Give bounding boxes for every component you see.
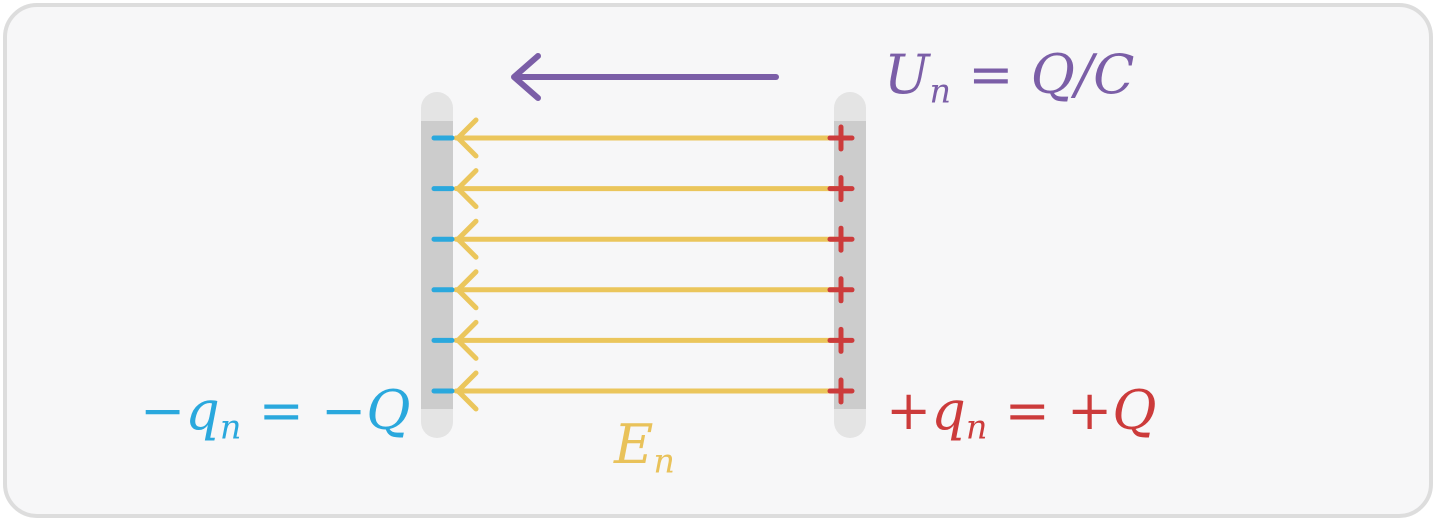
positive-sign: + xyxy=(886,379,932,442)
positive-equals: = xyxy=(1004,379,1050,442)
field-lines xyxy=(431,117,855,412)
potential-arrow-icon xyxy=(511,53,779,101)
field-arrowhead-icon xyxy=(455,319,479,361)
negative-sign: − xyxy=(140,379,186,442)
field-arrowhead-icon xyxy=(455,269,479,311)
potential-var: U xyxy=(884,43,930,106)
positive-sub: n xyxy=(965,407,988,447)
potential-rhs: Q/C xyxy=(1030,43,1135,106)
negative-plate xyxy=(421,92,453,438)
negative-sub: n xyxy=(219,407,242,447)
diagram-frame xyxy=(3,3,1433,518)
negative-rhs: −Q xyxy=(320,379,411,442)
negative-var: q xyxy=(185,379,220,442)
negative-charge-label: −qn = −Q xyxy=(140,384,411,444)
potential-label: Un = Q/C xyxy=(884,48,1134,108)
potential-equals: = xyxy=(968,43,1014,106)
field-label: En xyxy=(614,418,675,478)
field-arrowhead-icon xyxy=(455,218,479,260)
positive-var: q xyxy=(931,379,966,442)
field-var: E xyxy=(614,413,654,476)
positive-rhs: +Q xyxy=(1066,379,1157,442)
field-arrowhead-icon xyxy=(455,370,479,412)
field-sub: n xyxy=(653,441,675,481)
field-arrowhead-icon xyxy=(455,117,479,159)
field-arrowhead-icon xyxy=(455,168,479,210)
positive-charge-label: +qn = +Q xyxy=(886,384,1157,444)
potential-sub: n xyxy=(929,71,952,111)
negative-equals: = xyxy=(258,379,304,442)
